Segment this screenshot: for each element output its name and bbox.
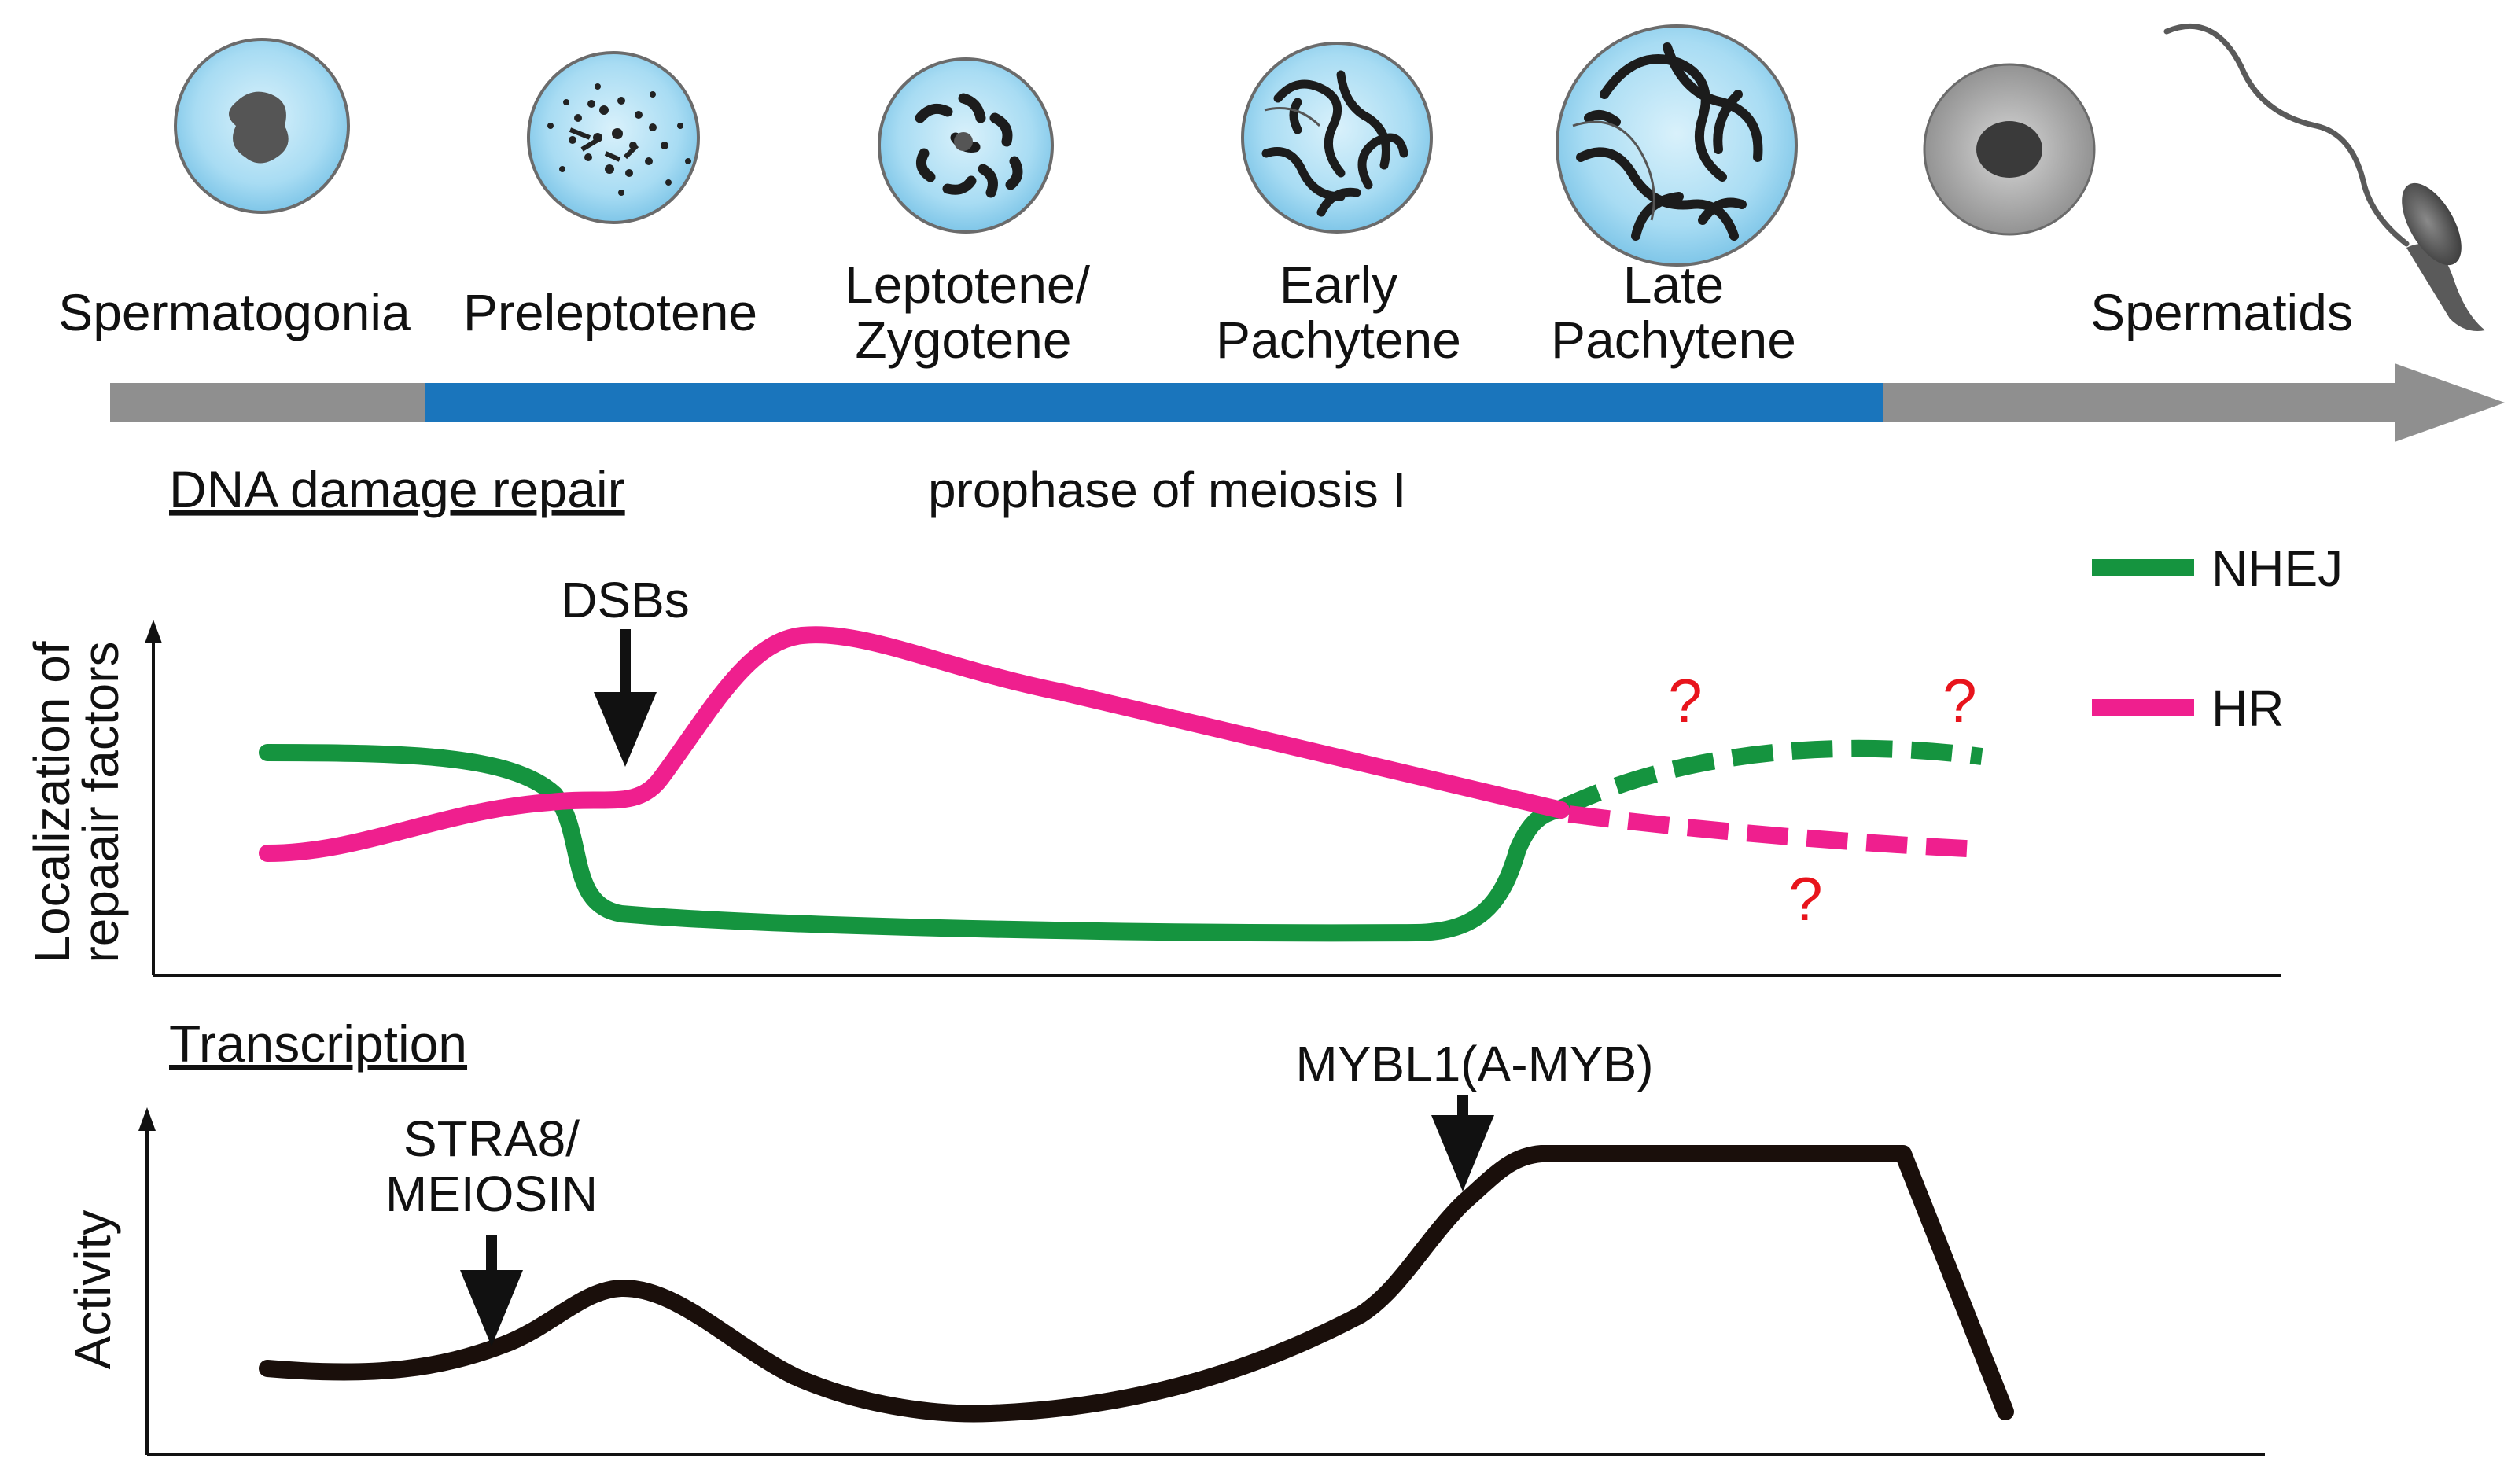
activity-y-axis-arrowhead — [138, 1107, 156, 1131]
repair-y-axis-arrowhead — [145, 620, 162, 643]
legend-hr-label: HR — [2211, 680, 2284, 737]
sperm-icon — [2163, 23, 2485, 331]
stra8-label-line2: MEIOSIN — [385, 1165, 598, 1222]
activity-curve — [259, 1145, 2014, 1423]
dsbs-label: DSBs — [561, 572, 690, 628]
repair-y-axis-title-line1: Localization of — [24, 641, 80, 963]
timeline-blue-meiosis — [425, 383, 1883, 422]
stage-label-spermatogonia: Spermatogonia — [58, 283, 411, 341]
transcription-heading: Transcription — [169, 1014, 467, 1073]
stra8-label-line1: STRA8/ — [403, 1110, 580, 1167]
repair-plot: Localization of repaair factors DSBs ? ?… — [24, 540, 2343, 977]
prophase-label: prophase of meiosis I — [928, 462, 1406, 518]
nhej-curve-dashed — [1557, 739, 1983, 816]
stage-label-early-line2: Pachytene — [1216, 311, 1461, 369]
leptotene-cell-icon — [878, 57, 1054, 234]
mybl1-label: MYBL1(A-MYB) — [1295, 1036, 1653, 1092]
unknown-marker-nhej: ? — [1668, 666, 1702, 735]
stage-label-leptotene-line1: Leptotene/ — [845, 256, 1091, 314]
hr-curve — [259, 626, 1570, 862]
unknown-marker-nhej-end: ? — [1942, 666, 1976, 735]
preleptotene-cell-icon — [527, 51, 700, 224]
legend-nhej-label: NHEJ — [2211, 540, 2343, 597]
spermatogonia-cell-icon — [174, 38, 350, 214]
stage-label-early-line1: Early — [1280, 256, 1397, 314]
late-pachytene-cell-icon — [1556, 24, 1798, 267]
unknown-marker-hr: ? — [1788, 864, 1822, 933]
timeline-gray-end — [1883, 383, 2395, 422]
timeline-arrowhead — [2395, 363, 2505, 442]
stage-label-late-line1: Late — [1623, 256, 1724, 314]
nhej-curve — [259, 744, 1566, 942]
activity-y-axis-title: Activity — [64, 1210, 121, 1370]
dna-repair-heading: DNA damage repair — [169, 460, 625, 518]
dsbs-arrowhead — [594, 692, 657, 767]
stage-label-preleptotene: Preleptotene — [463, 283, 757, 341]
timeline-arrow — [110, 363, 2505, 442]
round-spermatid-cell-icon — [1923, 63, 2096, 236]
transcription-plot: Activity STRA8/ MEIOSIN MYBL1(A-MYB) — [64, 1036, 2265, 1456]
hr-curve-dashed — [1567, 805, 1983, 858]
stage-label-leptotene-line2: Zygotene — [855, 311, 1071, 369]
mybl1-arrowhead — [1431, 1115, 1494, 1191]
early-pachytene-cell-icon — [1241, 42, 1433, 234]
repair-y-axis-title-line2: repaair factors — [72, 641, 129, 963]
stage-label-late-line2: Pachytene — [1551, 311, 1796, 369]
repair-legend: NHEJ HR — [2092, 540, 2343, 737]
stage-label-spermatids: Spermatids — [2090, 283, 2353, 341]
stra8-arrowhead — [460, 1270, 523, 1346]
timeline-gray-start — [110, 383, 425, 422]
